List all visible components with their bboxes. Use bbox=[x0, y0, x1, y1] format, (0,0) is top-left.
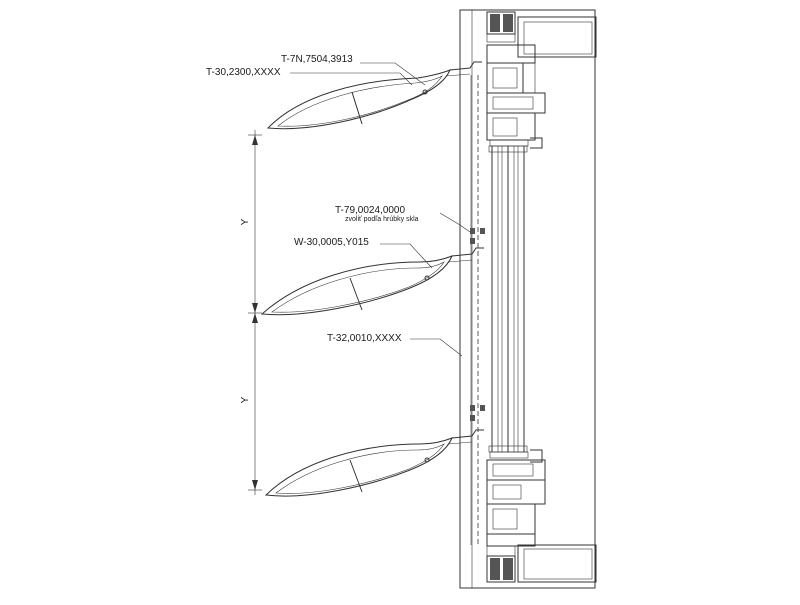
leader-lines bbox=[290, 62, 471, 357]
label-gasket: W-30,0005,Y015 bbox=[294, 237, 369, 248]
bottom-fixing bbox=[486, 545, 516, 583]
louvre-blade-bottom bbox=[264, 429, 484, 497]
top-fixing bbox=[486, 11, 516, 43]
label-rail: T-32,0010,XXXX bbox=[327, 333, 402, 344]
label-louvre: T-30,2300,XXXX bbox=[206, 67, 281, 78]
window-profile-top bbox=[486, 44, 546, 149]
rail-clips bbox=[470, 228, 485, 421]
facade-frame bbox=[459, 9, 597, 589]
label-top-bracket: T-7N,7504,3913 bbox=[281, 54, 353, 65]
dimension-upper-label: Y bbox=[240, 218, 251, 225]
label-clip-note: zvoliť podľa hrúbky skla bbox=[345, 216, 419, 223]
label-clip: T-79,0024,0000 bbox=[335, 205, 405, 216]
glazing-unit bbox=[488, 145, 528, 453]
dimension-lower-label: Y bbox=[240, 396, 251, 403]
louvre-blade-middle bbox=[260, 247, 484, 316]
louvre-blade-top bbox=[266, 61, 482, 130]
dimension-lines bbox=[248, 130, 262, 495]
window-profile-bottom bbox=[486, 449, 546, 547]
carrier-rail bbox=[470, 75, 479, 545]
